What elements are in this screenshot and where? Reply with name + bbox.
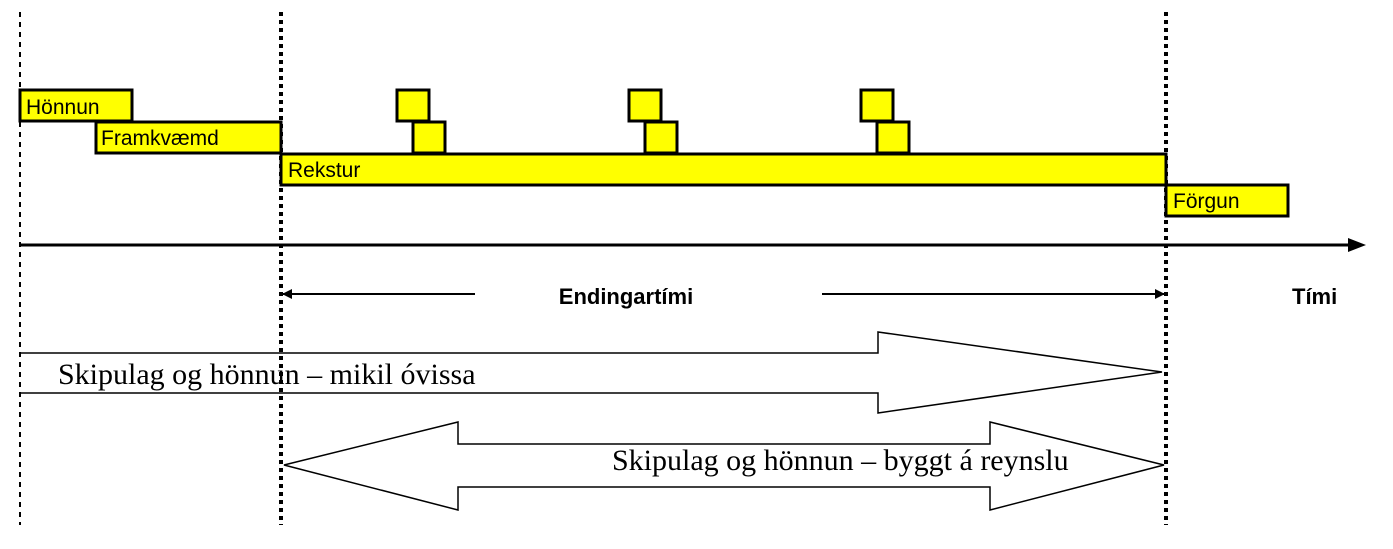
phase-disposal-label: Förgun: [1173, 190, 1240, 213]
maintenance-block-3: [859, 88, 911, 155]
maintenance-block-2: [627, 88, 679, 155]
maintenance-block-1: [395, 88, 447, 155]
phase-construction-label: Framkvæmd: [101, 127, 219, 150]
phase-construction: Framkvæmd: [94, 120, 283, 155]
planning-experience-label: Skipulag og hönnun – byggt á reynslu: [612, 444, 1069, 477]
phase-design: Hönnun: [18, 88, 134, 123]
phase-operation-label: Rekstur: [288, 159, 360, 182]
service-life-label: Endingartími: [559, 284, 693, 309]
time-axis-arrowhead: [1348, 238, 1366, 252]
planning-uncertain-label: Skipulag og hönnun – mikil óvissa: [58, 358, 476, 391]
time-axis-label: Tími: [1292, 284, 1337, 309]
planning-uncertain-arrow: [20, 331, 1163, 414]
planning-experience-arrow: [283, 421, 1165, 511]
phase-design-label: Hönnun: [26, 96, 100, 119]
phase-operation: Rekstur: [279, 152, 1168, 187]
phase-disposal: Förgun: [1164, 183, 1290, 218]
